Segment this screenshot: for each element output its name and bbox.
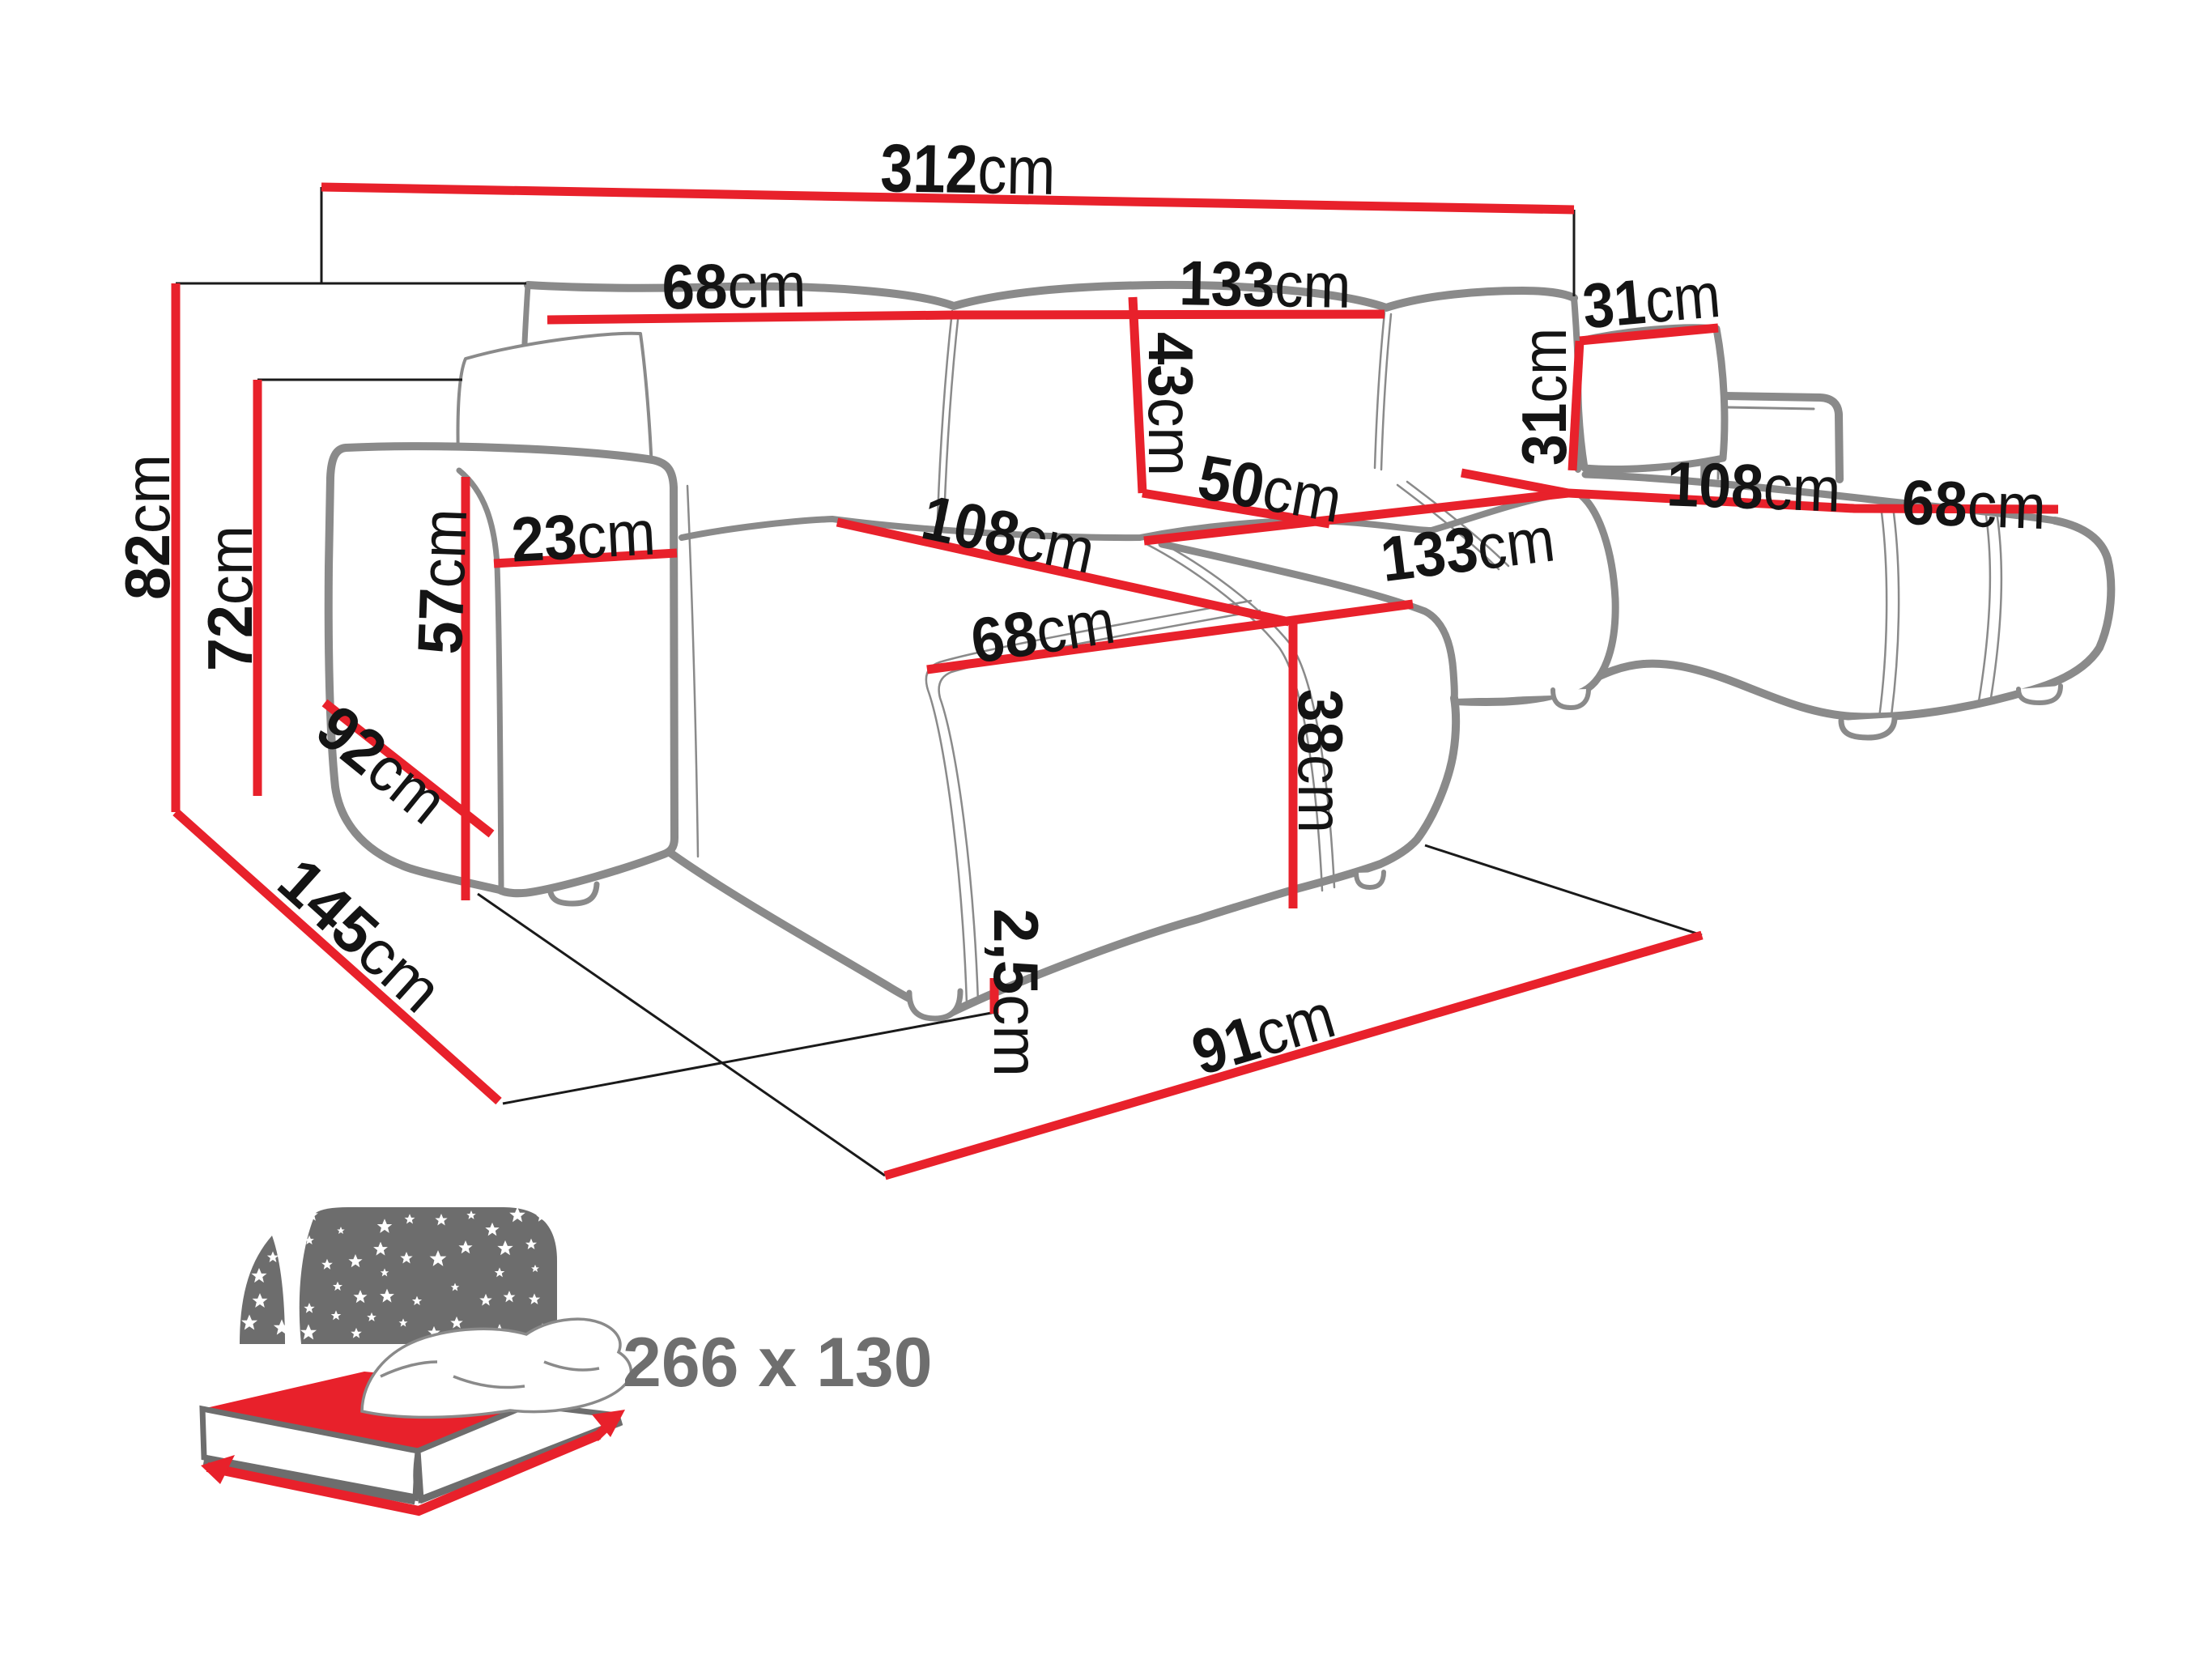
svg-text:108cm: 108cm	[1665, 448, 1842, 525]
svg-text:31cm: 31cm	[1580, 259, 1723, 342]
svg-text:68cm: 68cm	[661, 249, 807, 322]
svg-text:108cm: 108cm	[916, 481, 1101, 587]
svg-text:38cm: 38cm	[1285, 689, 1356, 833]
svg-text:68cm: 68cm	[1900, 466, 2047, 542]
svg-text:68cm: 68cm	[966, 585, 1119, 677]
svg-text:50cm: 50cm	[1193, 441, 1347, 537]
svg-text:133cm: 133cm	[1179, 247, 1352, 321]
svg-text:31cm: 31cm	[1508, 328, 1580, 466]
svg-text:312cm: 312cm	[880, 130, 1057, 209]
svg-text:133cm: 133cm	[1377, 503, 1559, 595]
svg-text:2,5cm: 2,5cm	[981, 908, 1052, 1077]
svg-text:82cm: 82cm	[112, 454, 183, 600]
svg-text:57cm: 57cm	[404, 508, 480, 656]
svg-text:23cm: 23cm	[509, 496, 657, 575]
svg-text:43cm: 43cm	[1135, 332, 1206, 476]
svg-text:72cm: 72cm	[194, 525, 266, 671]
svg-text:266 x 130: 266 x 130	[623, 1324, 933, 1402]
